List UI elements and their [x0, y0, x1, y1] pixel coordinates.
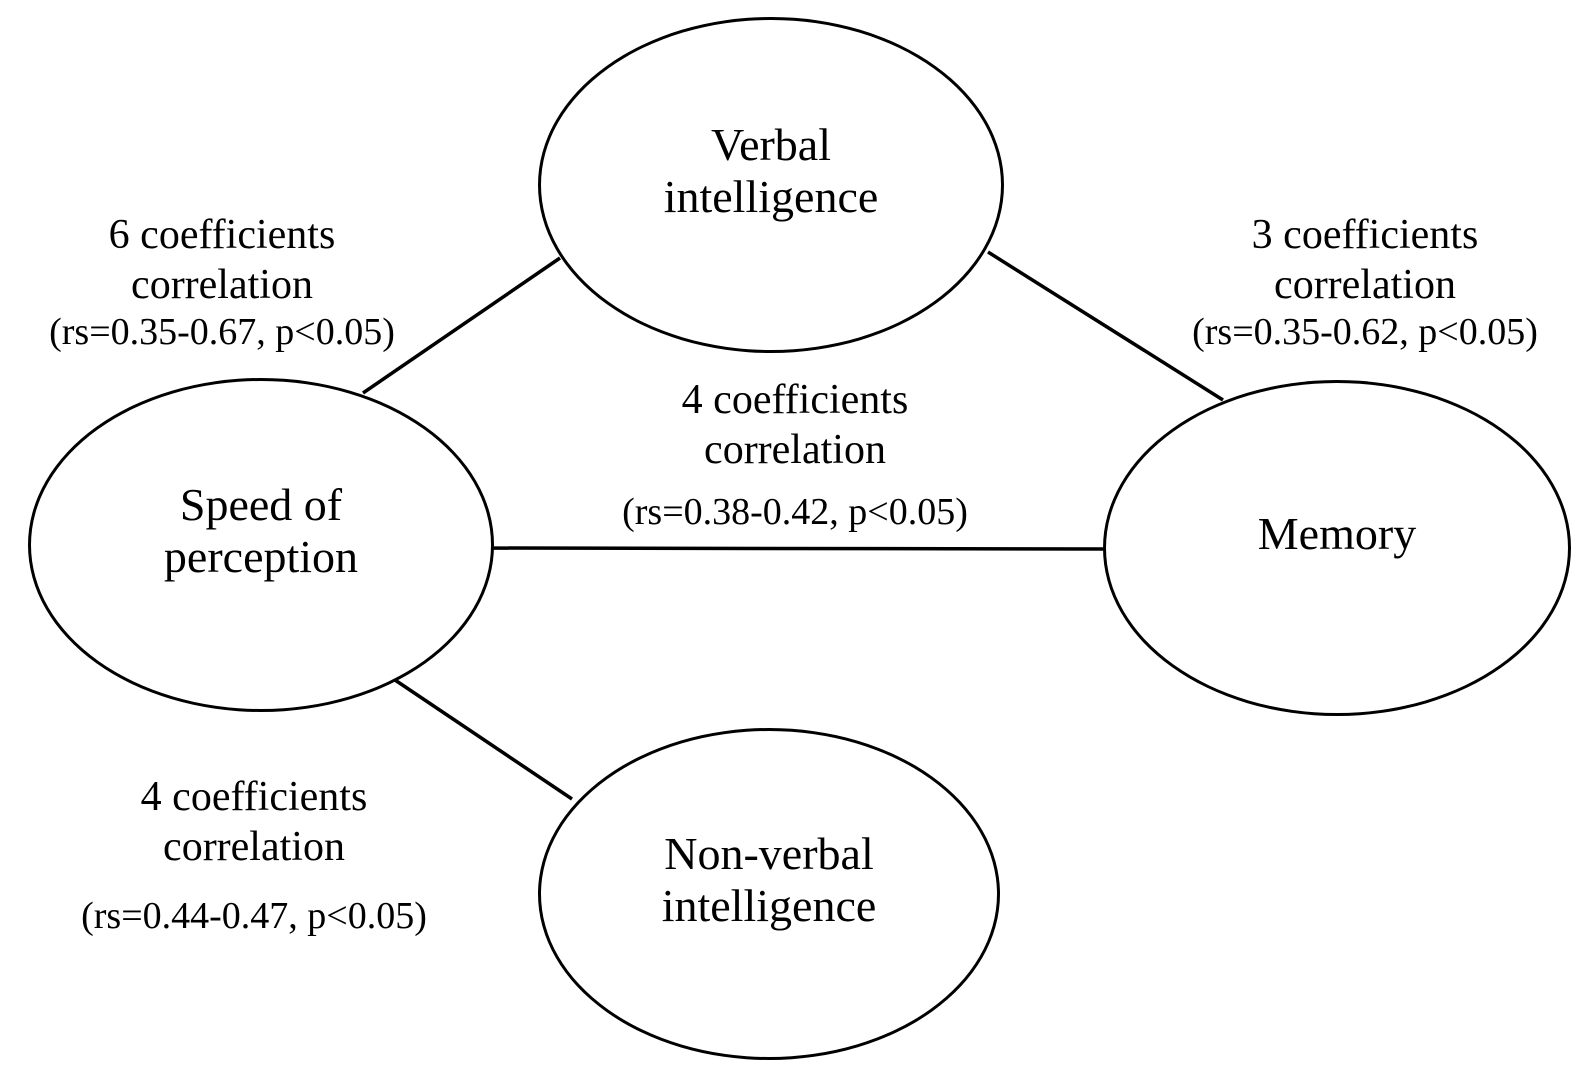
edge-stats: (rs=0.38-0.42, p<0.05)	[622, 491, 968, 533]
edge-title: 3 coefficients correlation	[1251, 212, 1479, 308]
node-non-verbal-intelligence: Non-verbal intelligence	[538, 728, 1000, 1060]
edge-stats: (rs=0.44-0.47, p<0.05)	[81, 895, 427, 937]
edge-title: 6 coefficients correlation	[108, 212, 336, 308]
node-speed-of-perception: Speed of perception	[28, 378, 494, 712]
node-verbal-intelligence: Verbal intelligence	[538, 17, 1004, 353]
edge-line-speed-memory	[467, 546, 1111, 551]
edge-line-verbal-memory	[987, 250, 1224, 402]
node-label: Speed of perception	[163, 479, 359, 582]
edge-line-speed-verbal	[362, 256, 561, 395]
edge-label-verbal-memory: 3 coefficients correlation (rs=0.35-0.62…	[1150, 210, 1580, 354]
edge-title: 4 coefficients correlation	[140, 774, 368, 870]
node-label: Non-verbal intelligence	[661, 828, 877, 931]
edge-line-speed-nonverbal	[394, 678, 573, 801]
edge-title: 4 coefficients correlation	[681, 377, 909, 473]
node-memory: Memory	[1103, 380, 1571, 716]
edge-label-speed-verbal: 6 coefficients correlation (rs=0.35-0.67…	[12, 210, 432, 354]
node-label: Memory	[1257, 508, 1417, 559]
edge-label-speed-nonverbal: 4 coefficients correlation (rs=0.44-0.47…	[34, 772, 474, 938]
edge-stats: (rs=0.35-0.67, p<0.05)	[49, 311, 395, 353]
edge-label-speed-memory: 4 coefficients correlation (rs=0.38-0.42…	[570, 375, 1020, 534]
node-label: Verbal intelligence	[663, 119, 879, 222]
edge-stats: (rs=0.35-0.62, p<0.05)	[1192, 311, 1538, 353]
